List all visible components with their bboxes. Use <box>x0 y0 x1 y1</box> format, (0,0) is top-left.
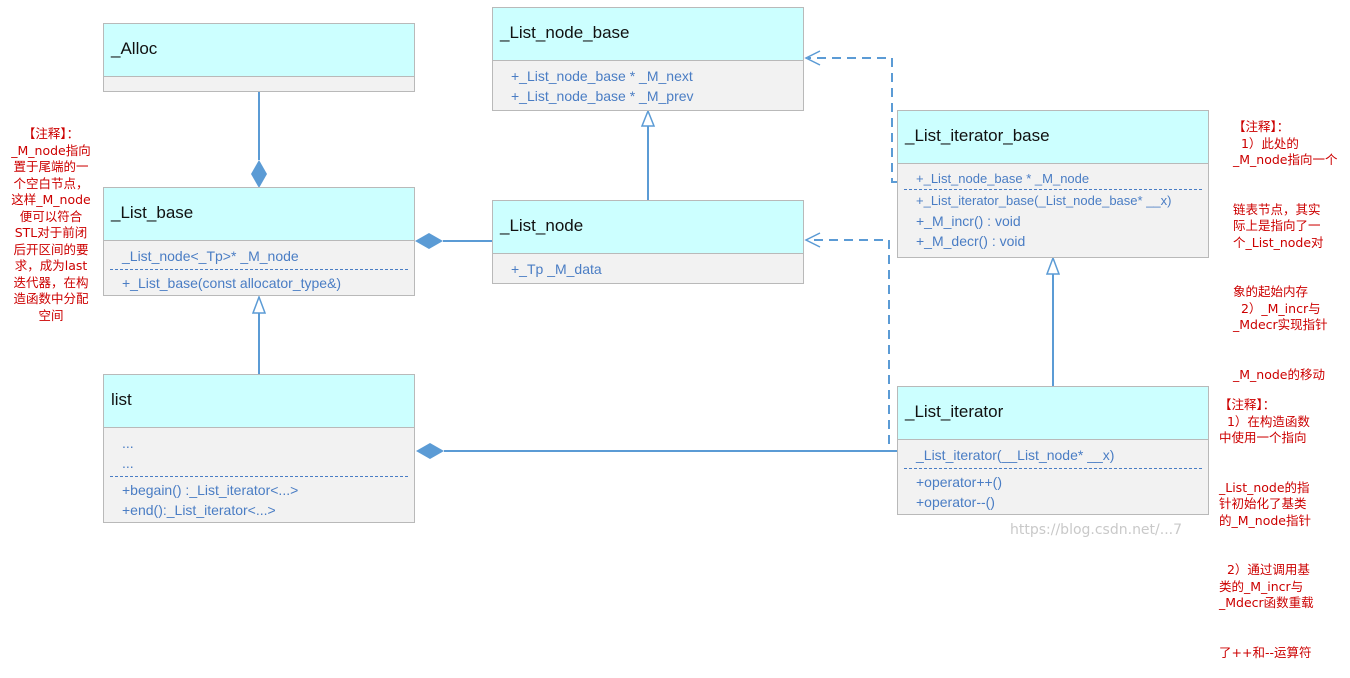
iterator-base-dependency-line <box>808 57 897 183</box>
separator <box>904 468 1202 469</box>
attribute: +_List_node_base * _M_prev <box>511 88 694 104</box>
attribute: ... <box>122 455 134 471</box>
class-alloc: _Alloc <box>103 23 415 92</box>
separator <box>110 269 408 270</box>
iterator-base-dependency-arrow <box>804 50 821 66</box>
attribute: _List_iterator(__List_node* __x) <box>916 447 1115 463</box>
iterator-dependency-line <box>808 239 897 452</box>
class-list-iterator-name: _List_iterator <box>898 387 1208 440</box>
operation: +operator--() <box>916 494 995 510</box>
class-list-iterator-base-name: _List_iterator_base <box>898 111 1208 164</box>
class-list-node-name: _List_node <box>493 201 803 254</box>
operation: +_M_decr() : void <box>916 233 1026 249</box>
list-inherit-arrow <box>251 294 267 314</box>
attribute: +_List_node_base * _M_node <box>916 171 1090 186</box>
watermark: https://blog.csdn.net/...7 <box>1010 522 1183 538</box>
operation: +operator++() <box>916 474 1002 490</box>
operation: +_List_iterator_base(_List_node_base* __… <box>916 193 1172 208</box>
attribute: +_Tp _M_data <box>511 261 602 277</box>
note-right-top: 【注释】： 1）此处的_M_node指向一个 链表节点，其实际上是指向了一个_L… <box>1233 119 1338 382</box>
attribute: ... <box>122 435 134 451</box>
operation: +_List_base(const allocator_type&) <box>122 275 342 291</box>
list-node-composition-diamond <box>415 233 443 249</box>
list-node-inherit-arrow <box>640 108 656 127</box>
class-list-base: _List_base _List_node<_Tp>* _M_node +_Li… <box>103 187 415 296</box>
operation: +_M_incr() : void <box>916 213 1021 229</box>
class-list-base-name: _List_base <box>104 188 414 241</box>
class-list-name: list <box>104 375 414 428</box>
class-list: list ... ... +begain() :_List_iterator<.… <box>103 374 415 523</box>
separator <box>110 476 408 477</box>
alloc-composition-diamond <box>251 160 267 188</box>
list-iterator-composition-diamond <box>416 443 444 459</box>
separator <box>904 189 1202 190</box>
class-list-node: _List_node +_Tp _M_data <box>492 200 804 284</box>
iterator-dependency-arrow <box>804 232 821 248</box>
note-right-bottom: 【注释】： 1）在构造函数中使用一个指向 _List_node的指针初始化了基类… <box>1219 397 1314 660</box>
list-iterator-inherit-arrow <box>1045 255 1061 275</box>
class-list-node-base-name: _List_node_base <box>493 8 803 61</box>
operation: +begain() :_List_iterator<...> <box>122 482 299 498</box>
operation: +end():_List_iterator<...> <box>122 502 276 518</box>
class-list-iterator: _List_iterator _List_iterator(__List_nod… <box>897 386 1209 515</box>
attribute: +_List_node_base * _M_next <box>511 68 693 84</box>
attribute: _List_node<_Tp>* _M_node <box>122 248 299 264</box>
class-list-node-base: _List_node_base +_List_node_base * _M_ne… <box>492 7 804 111</box>
relationship-lines <box>251 50 1061 459</box>
class-alloc-name: _Alloc <box>104 24 414 77</box>
class-list-iterator-base: _List_iterator_base +_List_node_base * _… <box>897 110 1209 258</box>
